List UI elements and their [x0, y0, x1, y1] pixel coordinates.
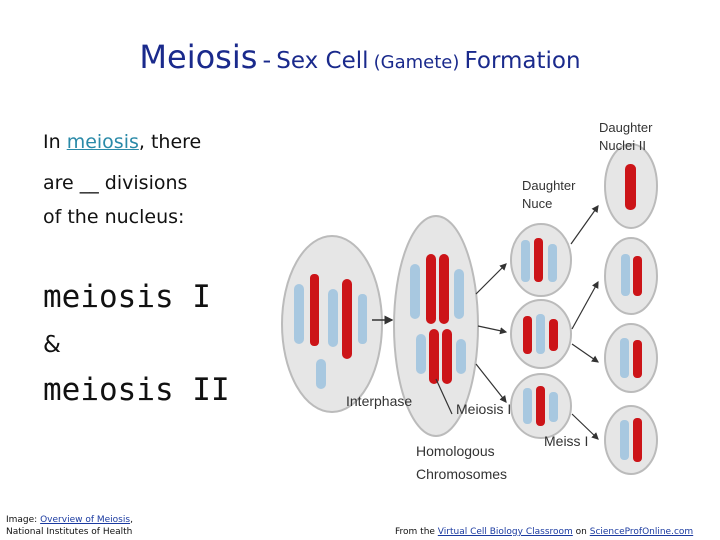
intro-line-1: In meiosis, there: [43, 131, 201, 153]
intro-line-3: of the nucleus:: [43, 206, 185, 228]
intro-text-post: , there: [138, 131, 202, 153]
label-interphase: Interphase: [346, 393, 412, 409]
slide-title: Meiosis - Sex Cell (Gamete) Formation: [0, 38, 720, 76]
daughter-cells-middle: [510, 223, 572, 439]
meiosis-one-heading: meiosis I: [43, 279, 211, 315]
division-arrows: [435, 205, 599, 440]
credit-suffix: ,: [130, 515, 133, 525]
label-meiosis-1: Meiosis I: [456, 401, 511, 417]
label-homologous-a: Homologous: [416, 443, 495, 459]
label-daughter-nuclei-ii-b: Nuclei II: [599, 138, 646, 153]
meiosis-1-chromosomes: [410, 254, 466, 384]
title-dash: -: [262, 46, 272, 74]
title-paren: (Gamete): [373, 52, 460, 73]
source-mid: on: [572, 527, 590, 537]
virtual-cell-biology-link[interactable]: Virtual Cell Biology Classroom: [437, 527, 573, 537]
overview-of-meiosis-link[interactable]: Overview of Meiosis: [40, 515, 131, 525]
label-daughter-nuclei-a: Daughter: [522, 178, 576, 193]
credit-prefix: Image:: [6, 515, 41, 525]
title-sub-b: Formation: [464, 48, 581, 74]
title-sub-a: Sex Cell: [276, 48, 369, 74]
intro-line-2: are __ divisions: [43, 172, 188, 194]
label-daughter-nuclei-ii-a: Daughter: [599, 120, 653, 135]
meiosis-link[interactable]: meiosis: [66, 131, 139, 153]
credit-line-2: National Institutes of Health: [6, 527, 133, 537]
image-credit: Image: Overview of Meiosis, National Ins…: [6, 514, 133, 538]
title-main: Meiosis: [139, 38, 258, 76]
meiosis-two-heading: meiosis II: [43, 372, 230, 408]
label-homologous-b: Chromosomes: [416, 466, 507, 482]
label-meiosis-2: Meiss I: [544, 433, 588, 449]
source-credit: From the Virtual Cell Biology Classroom …: [395, 527, 693, 537]
source-prefix: From the: [395, 527, 438, 537]
scienceprofonline-link[interactable]: ScienceProfOnline.com: [589, 527, 694, 537]
meiosis-diagram: Daughter Nuclei II Daughter Nuce Interph…: [281, 120, 658, 482]
daughter-nuclei-ii: [604, 143, 658, 475]
interphase-chromosomes: [294, 274, 367, 389]
intro-text-pre: In: [43, 131, 67, 153]
ampersand: &: [43, 332, 61, 358]
label-daughter-nuclei-b: Nuce: [522, 196, 552, 211]
